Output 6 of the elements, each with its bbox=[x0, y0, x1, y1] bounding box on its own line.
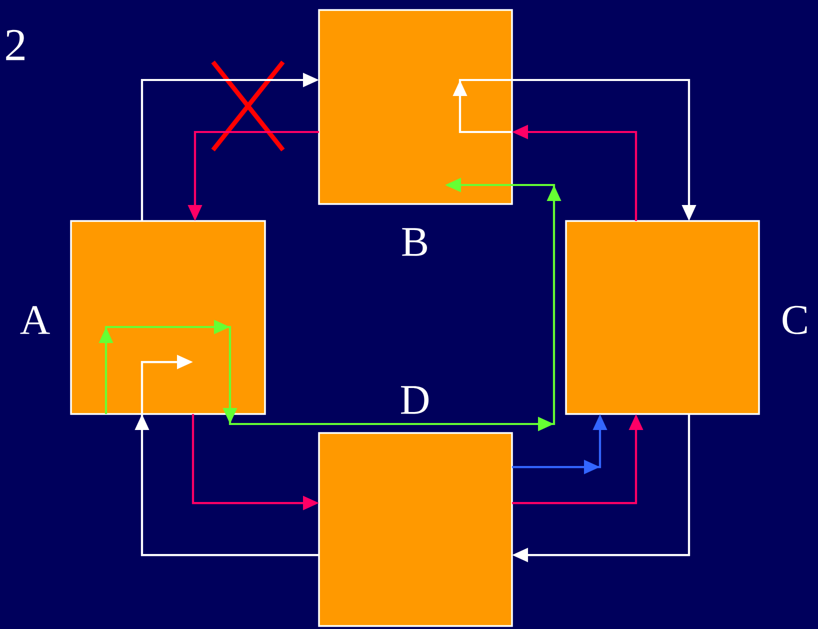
arrow bbox=[134, 354, 319, 556]
box-label: A bbox=[20, 306, 50, 334]
box-label: C bbox=[782, 306, 807, 334]
box-label: D bbox=[401, 386, 429, 414]
slide-number: 2 bbox=[6, 30, 24, 60]
box-label: B bbox=[402, 228, 427, 256]
